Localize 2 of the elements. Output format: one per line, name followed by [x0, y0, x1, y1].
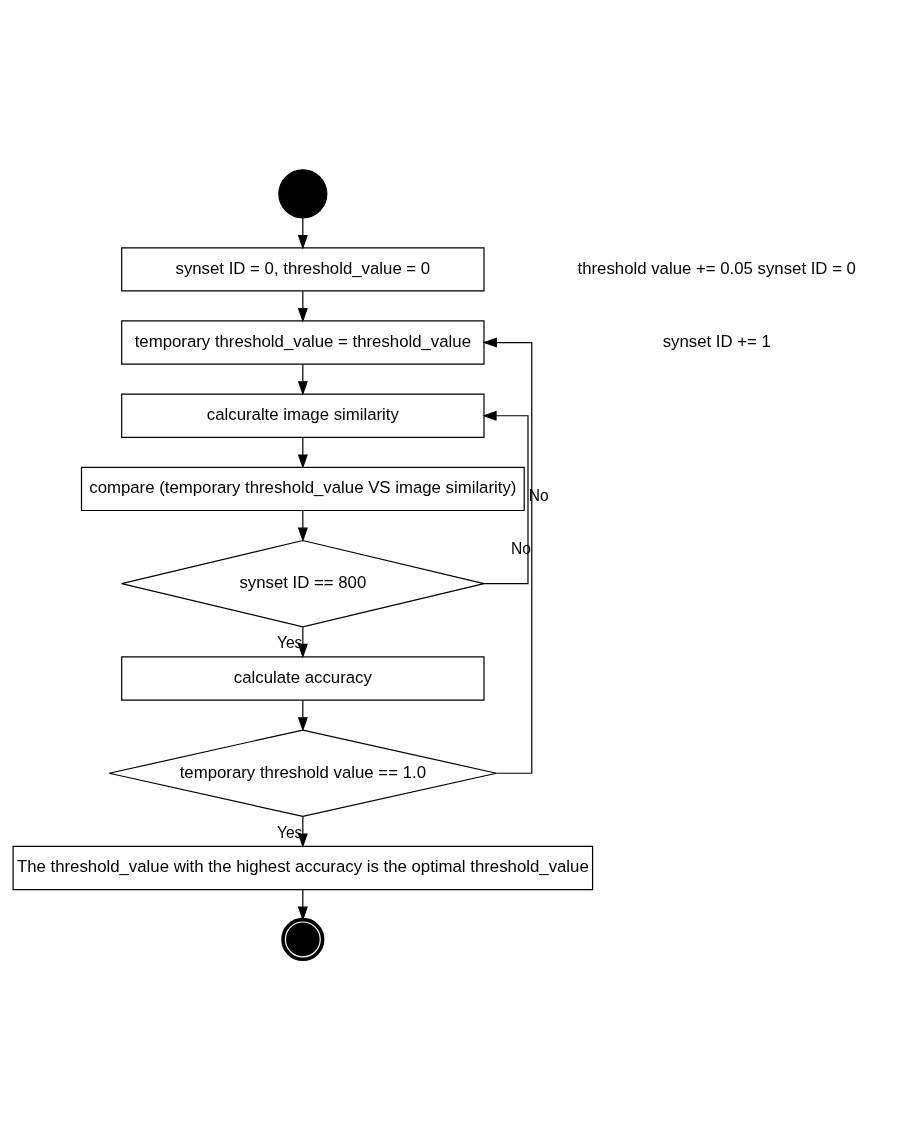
label: threshold value += 0.05 synset ID = 0: [577, 258, 856, 278]
label: synset ID += 1: [662, 331, 771, 351]
